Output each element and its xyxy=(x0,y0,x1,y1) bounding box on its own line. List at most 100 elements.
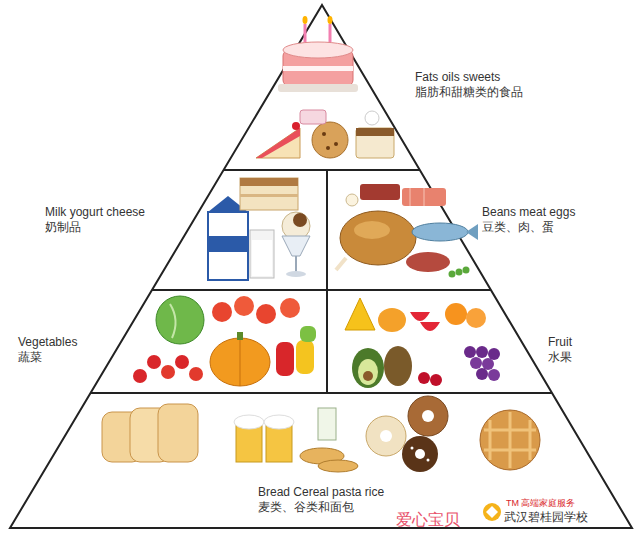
sweets-illustration-part xyxy=(256,128,300,158)
grains-illustration-part xyxy=(408,396,448,436)
fruit-illustration-part xyxy=(482,358,494,370)
group-name-en: Beans meat eggs xyxy=(482,205,575,220)
dairy-illustration-part xyxy=(295,256,297,272)
fruit-illustration-part xyxy=(345,298,375,330)
sweets-illustration xyxy=(256,110,394,158)
grains-illustration-part xyxy=(529,420,532,460)
sweets-illustration-part xyxy=(365,111,379,125)
grains-illustration-part xyxy=(266,424,292,462)
group-name-zh: 豆类、肉、蛋 xyxy=(482,220,575,235)
sweets-illustration-part xyxy=(300,110,326,124)
grains-illustration-part xyxy=(236,424,262,462)
vegetables-illustration-part xyxy=(189,367,203,381)
meat-illustration-part xyxy=(402,188,446,206)
dairy-illustration-part xyxy=(282,236,310,256)
food-group-label: Beans meat eggs豆类、肉、蛋 xyxy=(482,205,575,235)
sweets-illustration-part xyxy=(292,122,300,130)
grains-illustration-part xyxy=(427,459,430,462)
meat-illustration-part xyxy=(456,269,463,276)
vegetables-illustration-part xyxy=(210,338,270,386)
sweets-illustration-part xyxy=(356,128,394,158)
vegetables-illustration-part xyxy=(256,304,276,324)
pyramid-outline-part xyxy=(91,392,552,394)
sweets-illustration-part xyxy=(334,142,338,146)
watermark: TM 高端家庭服务 xyxy=(506,497,576,509)
watermark: 武汉碧桂园学校 xyxy=(504,510,588,525)
grains-illustration-part xyxy=(402,436,438,472)
group-name-zh: 蔬菜 xyxy=(18,350,77,365)
dairy-illustration-part xyxy=(286,271,306,277)
cake-illustration-part xyxy=(328,16,333,24)
vegetables-illustration-part xyxy=(240,338,241,386)
dairy-illustration-part xyxy=(293,213,307,227)
sweets-illustration-part xyxy=(256,128,300,158)
dairy-illustration-part xyxy=(252,240,272,276)
vegetables-illustration xyxy=(133,296,316,386)
fruit-illustration-part xyxy=(466,308,486,328)
grains-illustration-part xyxy=(411,447,414,450)
vegetables-illustration-part xyxy=(237,332,243,340)
vegetables-illustration-part xyxy=(276,342,294,376)
sweets-illustration-part xyxy=(312,122,348,158)
vegetables-illustration-part xyxy=(133,369,147,383)
grains-illustration xyxy=(102,396,540,472)
pyramid-outline-part xyxy=(10,5,632,528)
group-name-zh: 脂肪和甜糖类的食品 xyxy=(415,85,523,100)
dairy-illustration-part xyxy=(240,194,298,197)
meat-illustration-part xyxy=(410,188,411,206)
grains-illustration-part xyxy=(484,429,536,432)
grains-illustration-part xyxy=(318,408,336,440)
dairy-illustration-part xyxy=(208,236,248,252)
vegetables-illustration-part xyxy=(147,355,161,369)
watermark-badge-part xyxy=(486,506,498,518)
fruit-illustration-part xyxy=(476,368,488,380)
grains-illustration-part xyxy=(415,449,425,459)
meat-illustration-part xyxy=(336,258,346,270)
fruit-illustration-part xyxy=(352,348,384,388)
meat-illustration-part xyxy=(346,194,358,206)
fruit-illustration-part xyxy=(488,369,500,381)
meat-illustration-part xyxy=(466,224,478,240)
fruit-illustration-part xyxy=(470,357,482,369)
meat-illustration-part xyxy=(360,184,400,200)
fruit-illustration-part xyxy=(410,312,430,321)
group-name-en: Milk yogurt cheese xyxy=(45,205,145,220)
group-name-zh: 水果 xyxy=(548,350,572,365)
cake-illustration xyxy=(278,16,358,92)
watermark-badge xyxy=(483,503,501,521)
fruit-illustration-part xyxy=(418,372,430,384)
fruit-illustration-part xyxy=(430,374,442,386)
grains-illustration-part xyxy=(484,449,536,452)
pyramid-outline-part xyxy=(326,170,328,393)
group-name-zh: 奶制品 xyxy=(45,220,145,235)
meat-illustration-part xyxy=(340,211,416,265)
fruit-illustration-part xyxy=(378,308,406,332)
meat-illustration-part xyxy=(406,252,450,272)
food-group-label: Fruit水果 xyxy=(548,335,572,365)
vegetables-illustration-part xyxy=(212,302,232,322)
sweets-illustration-part xyxy=(326,146,330,150)
fruit-illustration-part xyxy=(488,348,500,360)
grains-illustration-part xyxy=(422,410,434,422)
vegetables-illustration-part xyxy=(161,365,175,379)
vegetables-illustration-part xyxy=(280,298,300,318)
sweets-illustration-part xyxy=(356,128,394,136)
cake-illustration-part xyxy=(303,16,308,24)
fruit-illustration-part xyxy=(476,346,488,358)
grains-illustration-part xyxy=(264,415,294,429)
pyramid-outline xyxy=(10,5,632,528)
meat-illustration-part xyxy=(412,223,468,241)
vegetables-illustration-part xyxy=(234,296,254,316)
fruit-illustration-part xyxy=(358,359,378,385)
vegetables-illustration-part xyxy=(175,355,189,369)
dairy-illustration-part xyxy=(208,212,248,280)
grains-illustration-part xyxy=(480,410,540,470)
cake-illustration-part xyxy=(278,84,358,92)
grains-illustration-part xyxy=(234,415,264,429)
watermark-badge-part xyxy=(483,503,501,521)
vegetables-illustration-part xyxy=(170,304,176,338)
dairy-illustration xyxy=(208,178,310,280)
group-name-en: Fruit xyxy=(548,335,572,350)
